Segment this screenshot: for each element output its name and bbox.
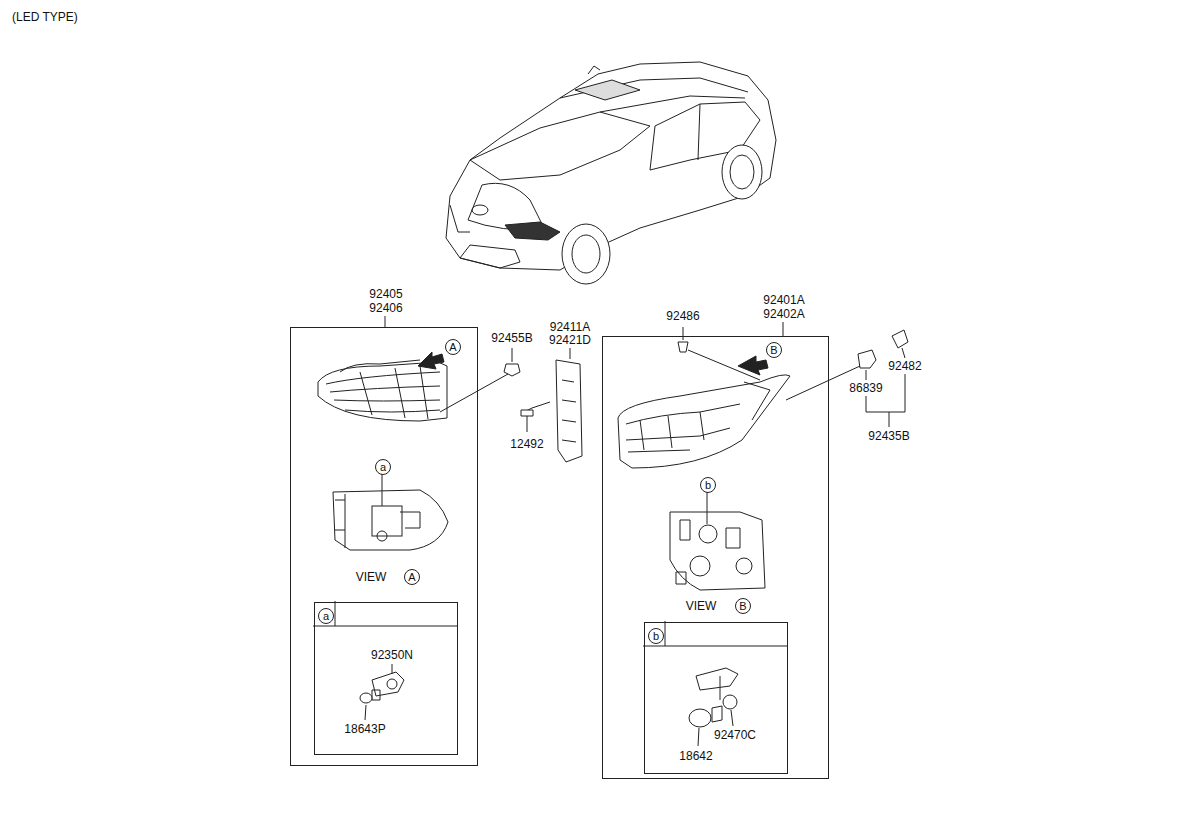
bulb-socket-a <box>360 664 404 720</box>
outer-lamp-drawing <box>618 327 790 468</box>
callout-circle: a <box>375 459 391 475</box>
note-text: VIEW <box>356 570 387 584</box>
callout-letter: A <box>408 571 415 583</box>
callout-number: 92470C <box>714 728 756 742</box>
inner-lamp-drawing <box>318 352 447 421</box>
callout-number: 92455B <box>491 331 532 345</box>
inner-lamp-rear-view <box>333 474 448 550</box>
callout-number: 92411A <box>550 320 590 334</box>
part-number-header: 92401A 92402A <box>758 293 810 321</box>
detail-box: b <box>644 622 788 774</box>
outer-lamp-rear-view <box>670 492 765 590</box>
callout-circle: B <box>766 342 782 358</box>
hardware <box>440 348 582 462</box>
socket-parts <box>786 330 908 427</box>
callout-circle: b <box>700 477 716 493</box>
note-text: (LED TYPE) <box>12 10 78 24</box>
callout-number: 18643P <box>344 722 385 736</box>
callout-letter: A <box>449 341 456 353</box>
callout-number: 92486 <box>666 309 699 323</box>
callout-letter: B <box>770 344 777 356</box>
part-number-header: 92405 92406 <box>362 287 410 315</box>
callout-circle: B <box>735 598 751 614</box>
callout-number: 18642 <box>679 749 712 763</box>
callout-circle: A <box>445 339 461 355</box>
group-box: 92405 92406AaAa <box>290 327 478 766</box>
vehicle-drawing <box>446 62 776 284</box>
group-box: 92401A 92402ABbBb <box>602 336 829 779</box>
note-text: VIEW <box>686 599 717 613</box>
callout-number: 12492 <box>510 437 543 451</box>
callout-circle: A <box>404 569 420 585</box>
detail-letter: b <box>648 628 664 644</box>
callout-number: 92482 <box>888 359 921 373</box>
callout-letter: B <box>739 600 746 612</box>
callout-number: 92435B <box>868 429 909 443</box>
callout-letter: b <box>705 479 711 491</box>
callout-number: 92350N <box>371 648 413 662</box>
detail-letter: a <box>318 608 334 624</box>
callout-number: 86839 <box>849 381 882 395</box>
callout-number: 92421D <box>549 333 591 347</box>
callout-letter: a <box>380 461 386 473</box>
detail-box: a <box>314 602 458 755</box>
